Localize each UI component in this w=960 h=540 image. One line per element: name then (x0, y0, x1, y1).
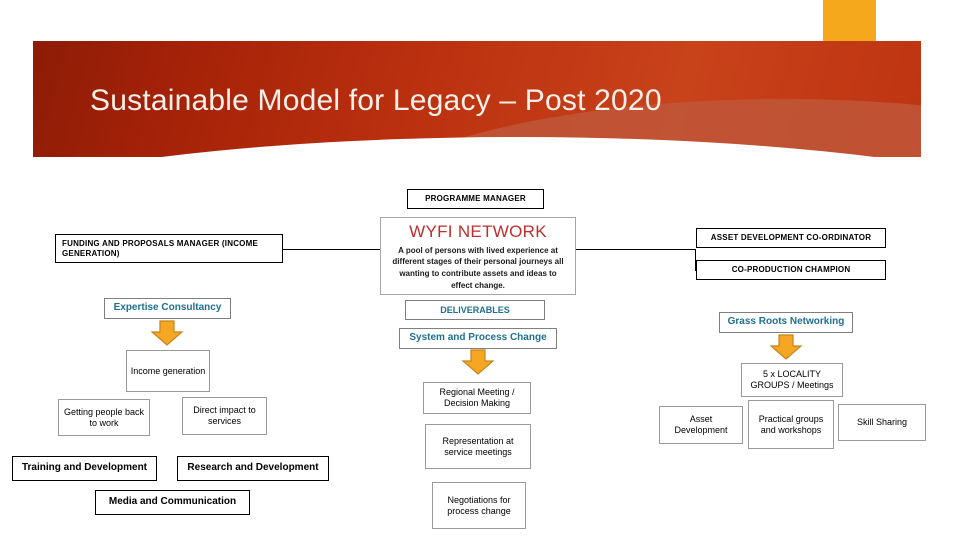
box-grass-roots-networking[interactable]: Grass Roots Networking (719, 312, 853, 333)
arrow-down-icon-expertise (150, 320, 184, 346)
box-getting-people-back-to-work[interactable]: Getting people back to work (58, 399, 150, 436)
box-skill-sharing[interactable]: Skill Sharing (838, 404, 926, 441)
box-asset-development[interactable]: Asset Development (659, 406, 743, 444)
box-funding-and-proposals-manager[interactable]: FUNDING AND PROPOSALS MANAGER (INCOME GE… (55, 234, 283, 263)
arrow-down-icon-grass-roots (769, 334, 803, 360)
box-research-and-development[interactable]: Research and Development (177, 456, 329, 481)
header-banner (33, 41, 921, 157)
box-programme-manager[interactable]: PROGRAMME MANAGER (407, 189, 544, 209)
connector-network-to-right (576, 249, 695, 250)
box-asset-development-coordinator[interactable]: ASSET DEVELOPMENT CO-ORDINATOR (696, 228, 886, 248)
box-direct-impact-to-services[interactable]: Direct impact to services (182, 397, 267, 435)
box-co-production-champion[interactable]: CO-PRODUCTION CHAMPION (696, 260, 886, 280)
box-system-and-process-change[interactable]: System and Process Change (399, 328, 557, 349)
page-title: Sustainable Model for Legacy – Post 2020 (90, 84, 662, 117)
connector-funding-to-network (282, 249, 380, 250)
connector-right-vertical (695, 249, 696, 271)
box-wyfi-network[interactable]: WYFI NETWORK A pool of persons with live… (380, 217, 576, 295)
box-expertise-consultancy[interactable]: Expertise Consultancy (104, 298, 231, 319)
arrow-down-icon-deliverables (461, 349, 495, 375)
box-training-and-development[interactable]: Training and Development (12, 456, 157, 481)
box-negotiations-for-process-change[interactable]: Negotiations for process change (432, 482, 526, 529)
box-locality-groups-meetings[interactable]: 5 x LOCALITY GROUPS / Meetings (741, 363, 843, 397)
box-representation-at-service-meetings[interactable]: Representation at service meetings (425, 424, 531, 469)
box-practical-groups-and-workshops[interactable]: Practical groups and workshops (748, 400, 834, 449)
wyfi-network-description: A pool of persons with lived experience … (392, 245, 564, 290)
box-income-generation[interactable]: Income generation (126, 350, 210, 392)
box-deliverables[interactable]: DELIVERABLES (405, 300, 545, 320)
wyfi-network-title: WYFI NETWORK (409, 222, 547, 241)
box-regional-meeting-decision-making[interactable]: Regional Meeting / Decision Making (423, 382, 531, 414)
box-media-and-communication[interactable]: Media and Communication (95, 490, 250, 515)
